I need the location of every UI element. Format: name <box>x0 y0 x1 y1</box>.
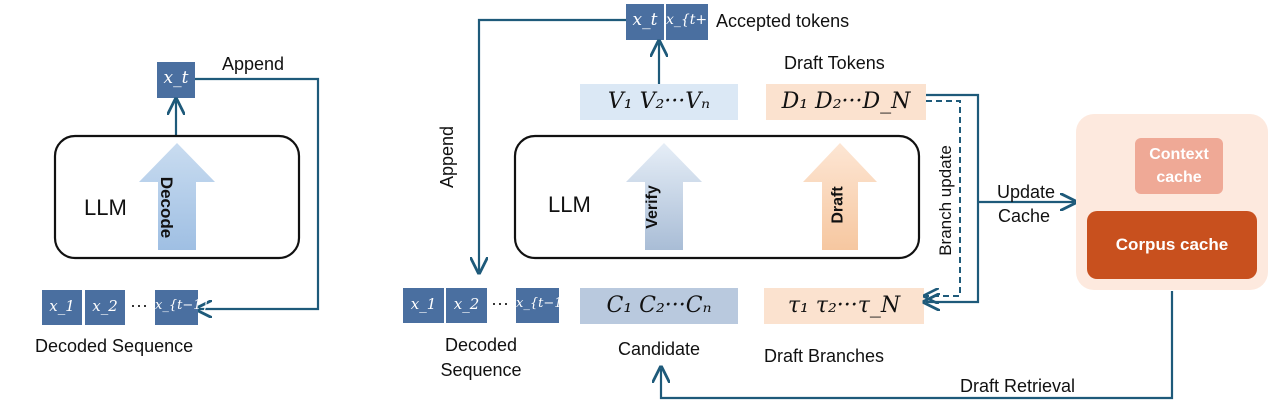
right-seq-box-3 <box>516 288 559 323</box>
branches-caption: Draft Branches <box>764 346 885 366</box>
candidate-box <box>580 288 738 324</box>
update-cache-label-line2: Cache <box>998 206 1051 226</box>
branches-box <box>764 288 924 324</box>
context-cache-box <box>1135 138 1223 194</box>
right-seq-token-3: x_{t−1} <box>516 296 571 311</box>
left-seq-token-3: x_{t−1} <box>155 298 210 313</box>
left-decode-arrow-shape <box>139 143 215 250</box>
draft-tokens-caption: Draft Tokens <box>784 53 885 73</box>
right-seq-ellipsis: ··· <box>491 293 509 313</box>
accepted-token-box-1 <box>626 4 664 40</box>
right-append-path <box>479 18 626 271</box>
left-seq-token-2: x_2 <box>92 297 118 315</box>
branches-text: τ₁ τ₂···τ_N <box>787 293 901 318</box>
branch-update-path <box>926 100 961 296</box>
right-llm-label: LLM <box>548 192 591 217</box>
left-sequence-caption: Decoded Sequence <box>35 336 194 356</box>
left-seq-box-3 <box>155 290 198 325</box>
candidate-caption: Candidate <box>617 339 701 359</box>
right-append-label: Append <box>437 125 458 189</box>
verify-label: Verify <box>643 185 661 229</box>
left-seq-token-1: x_1 <box>49 297 75 315</box>
draft-label: Draft <box>829 186 847 224</box>
right-seq-token-1: x_1 <box>410 295 437 313</box>
right-sequence-caption-line1: Decoded <box>444 335 518 355</box>
right-seq-box-2 <box>446 288 487 323</box>
left-seq-box-2 <box>85 290 125 325</box>
left-seq-ellipsis: ··· <box>130 295 148 315</box>
left-append-label: Append <box>222 54 285 74</box>
corpus-cache-label: Corpus cache <box>1115 235 1229 254</box>
draft-tokens-box <box>766 84 926 120</box>
verify-arrow-shape <box>626 143 702 250</box>
draft-arrow-shape <box>803 143 877 250</box>
verify-tokens-text: V₁ V₂···Vₙ <box>607 89 711 114</box>
right-sequence-caption-line2: Sequence <box>440 360 522 380</box>
update-cache-label-line1: Update <box>997 182 1056 202</box>
draft-retrieval-path <box>661 291 1174 400</box>
left-llm-label: LLM <box>84 195 127 220</box>
branch-update-label: Branch update <box>935 145 955 256</box>
retrieval-caption: Draft Retrieval <box>960 376 1076 396</box>
verify-tokens-box <box>580 84 738 120</box>
corpus-cache-box <box>1087 211 1257 279</box>
accepted-caption: Accepted tokens <box>716 11 850 31</box>
draft-tokens-text: D₁ D₂···D_N <box>781 89 911 114</box>
candidate-text: C₁ C₂···Cₙ <box>606 293 712 318</box>
left-decode-label: Decode <box>157 176 177 239</box>
right-seq-box-1 <box>403 288 444 323</box>
right-seq-token-2: x_2 <box>453 295 480 313</box>
left-output-token-box <box>157 62 195 98</box>
update-cache-path <box>926 93 980 302</box>
left-append-path <box>195 77 320 309</box>
accepted-token-text-2: x_{t+1} <box>666 12 725 28</box>
accepted-token-box-2 <box>666 4 708 40</box>
context-cache-label-line2: cache <box>1156 169 1202 186</box>
context-cache-label-line1: Context <box>1149 146 1209 163</box>
left-output-token-text: x_t <box>163 68 189 88</box>
accepted-token-text-1: x_t <box>632 10 658 30</box>
left-seq-box-1 <box>42 290 82 325</box>
